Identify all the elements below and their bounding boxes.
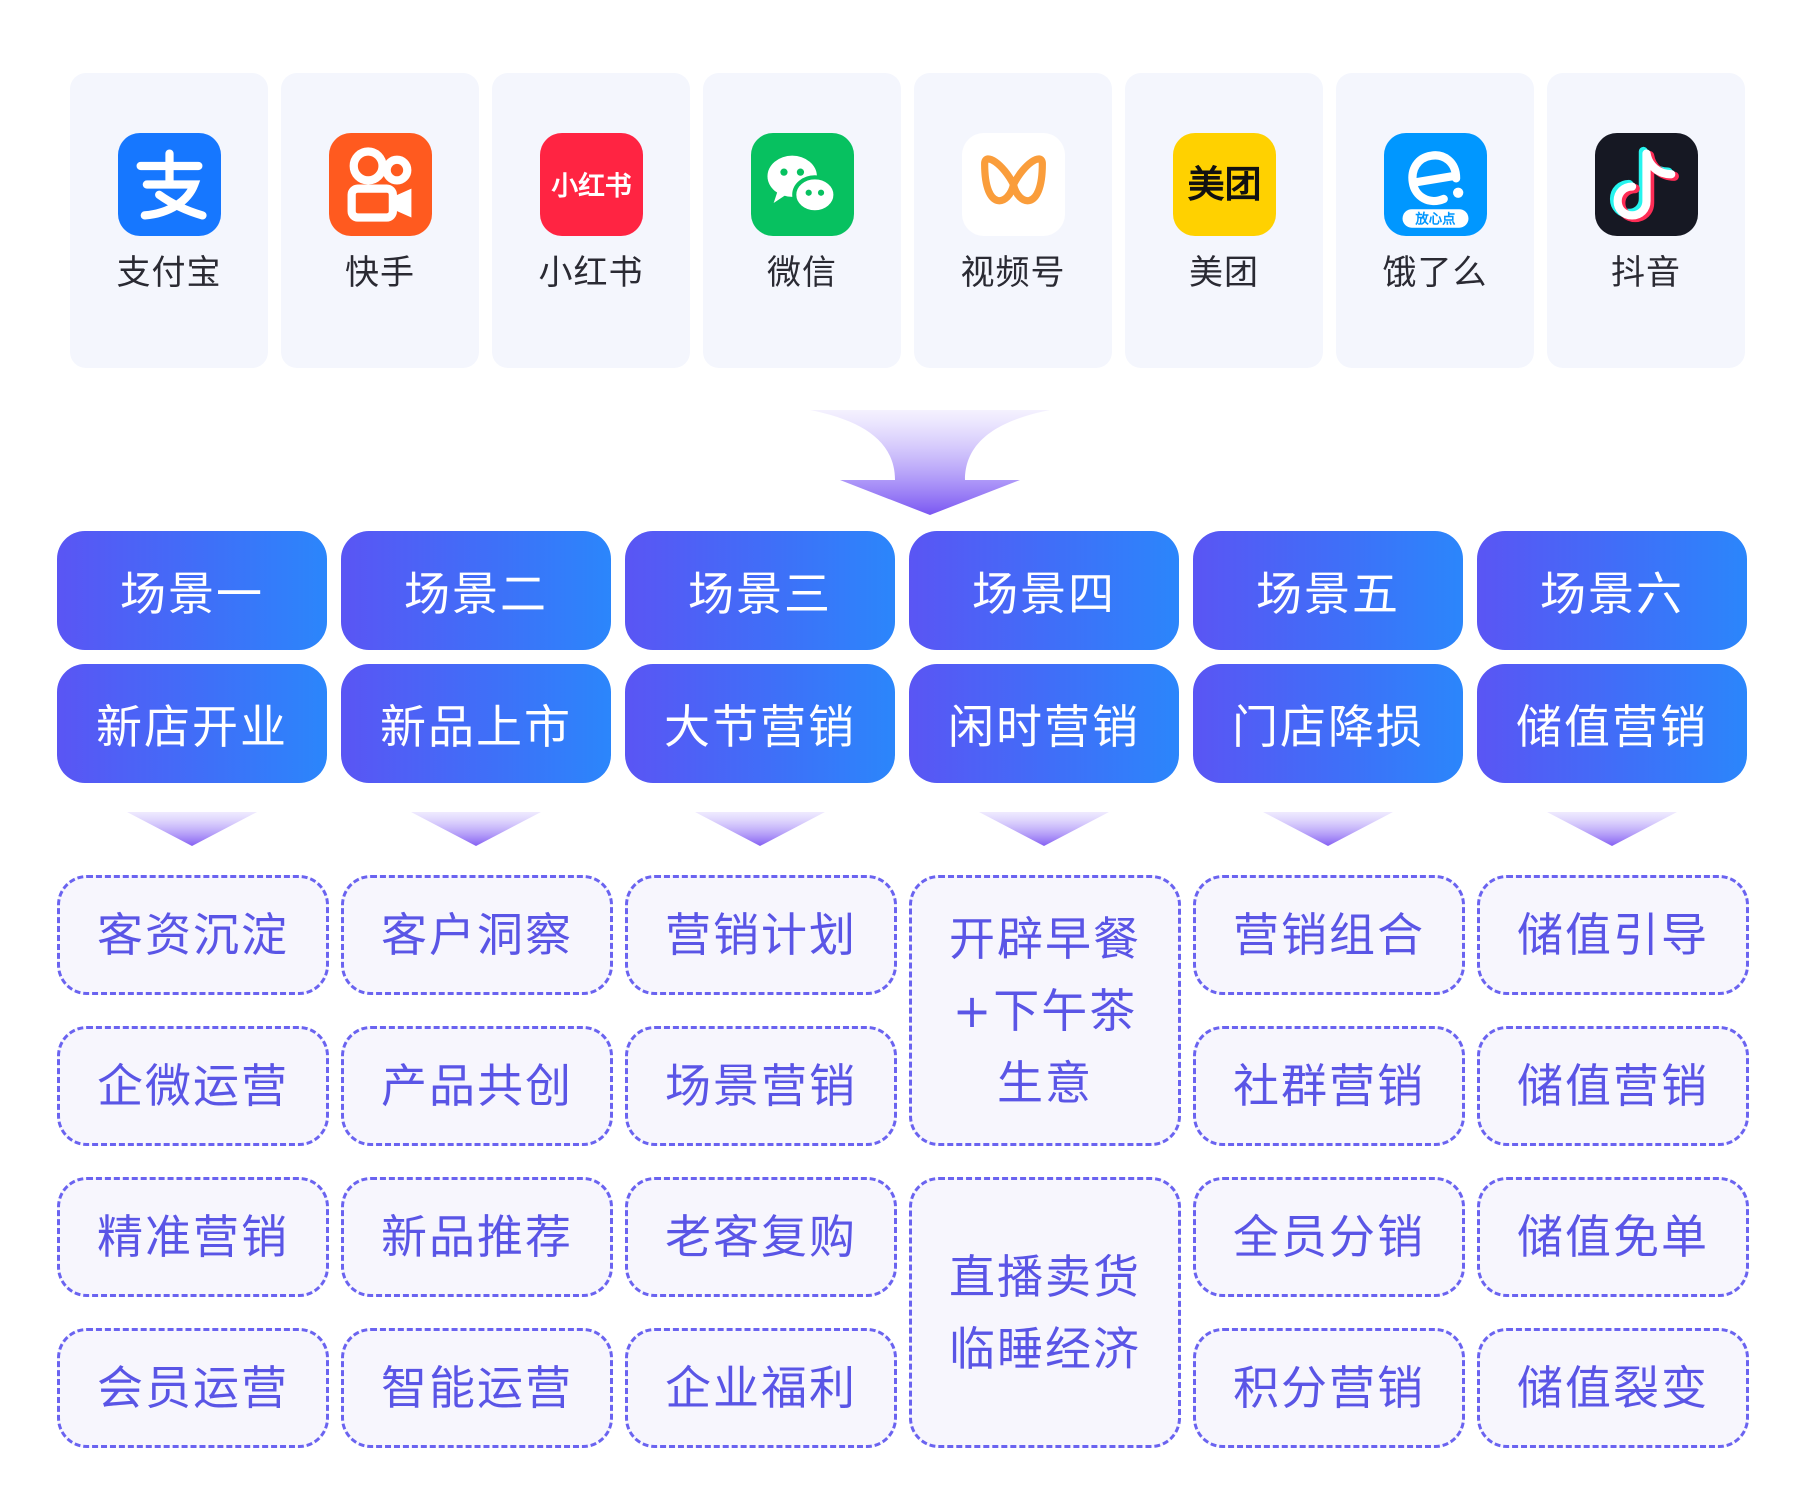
alipay-icon (118, 133, 221, 236)
eleme-icon-text: 放心点 (1414, 211, 1456, 228)
scene-title-1[interactable]: 场景一 (57, 531, 327, 650)
tag-item[interactable]: 老客复购 (625, 1177, 897, 1297)
scene-name-5[interactable]: 门店降损 (1193, 664, 1463, 783)
eleme-icon: 放心点 (1384, 133, 1487, 236)
tag-item[interactable]: 全员分销 (1193, 1177, 1465, 1297)
tag-item[interactable]: 会员运营 (57, 1328, 329, 1448)
platform-name: 小红书 (538, 253, 644, 293)
platform-card-wechat[interactable]: 微信 (703, 73, 901, 368)
platform-card-eleme[interactable]: 放心点 饿了么 (1336, 73, 1534, 368)
platform-card-kuaishou[interactable]: 快手 (281, 73, 479, 368)
tag-item[interactable]: 智能运营 (341, 1328, 613, 1448)
scene-title-6[interactable]: 场景六 (1477, 531, 1747, 650)
tag-item[interactable]: 社群营销 (1193, 1026, 1465, 1146)
platform-card-xiaohongshu[interactable]: 小红书 小红书 (492, 73, 690, 368)
tag-item[interactable]: 精准营销 (57, 1177, 329, 1297)
meituan-icon-text: 美团 (1187, 163, 1261, 206)
scene-title-2[interactable]: 场景二 (341, 531, 611, 650)
platform-name: 抖音 (1611, 253, 1681, 293)
tag-item-tall[interactable]: 开辟早餐 +下午茶 生意 (909, 875, 1181, 1146)
scene-title-4[interactable]: 场景四 (909, 531, 1179, 650)
tag-item-tall[interactable]: 直播卖货 临睡经济 (909, 1177, 1181, 1448)
tag-item[interactable]: 积分营销 (1193, 1328, 1465, 1448)
small-arrow-icon (1263, 812, 1393, 846)
tag-item[interactable]: 储值裂变 (1477, 1328, 1749, 1448)
tag-line: 开辟早餐 (949, 911, 1141, 966)
platform-card-channels[interactable]: 视频号 (914, 73, 1112, 368)
wechat-icon (751, 133, 854, 236)
platform-name: 视频号 (960, 253, 1066, 293)
tag-line: 临睡经济 (949, 1321, 1141, 1376)
tag-item[interactable]: 营销计划 (625, 875, 897, 995)
xiaohongshu-icon: 小红书 (540, 133, 643, 236)
scene-name-2[interactable]: 新品上市 (341, 664, 611, 783)
platform-card-alipay[interactable]: 支付宝 (70, 73, 268, 368)
platform-name: 微信 (767, 253, 837, 293)
tag-item[interactable]: 营销组合 (1193, 875, 1465, 995)
small-arrow-icon (695, 812, 825, 846)
small-arrow-icon (979, 812, 1109, 846)
small-arrow-icon (127, 812, 257, 846)
tag-item[interactable]: 企业福利 (625, 1328, 897, 1448)
tag-item[interactable]: 新品推荐 (341, 1177, 613, 1297)
tag-item[interactable]: 储值免单 (1477, 1177, 1749, 1297)
platform-row: 支付宝 快手 小红书 小红书 (70, 73, 1750, 368)
scene-title-3[interactable]: 场景三 (625, 531, 895, 650)
scene-name-3[interactable]: 大节营销 (625, 664, 895, 783)
tag-item[interactable]: 客户洞察 (341, 875, 613, 995)
meituan-icon: 美团 (1173, 133, 1276, 236)
tag-line: 直播卖货 (949, 1249, 1141, 1304)
platform-name: 美团 (1189, 253, 1259, 293)
douyin-icon (1595, 133, 1698, 236)
small-arrow-icon (411, 812, 541, 846)
platform-card-meituan[interactable]: 美团 美团 (1125, 73, 1323, 368)
scene-name-6[interactable]: 储值营销 (1477, 664, 1747, 783)
funnel-arrow-icon (810, 410, 1050, 515)
tag-item[interactable]: 储值营销 (1477, 1026, 1749, 1146)
platform-name: 饿了么 (1382, 253, 1488, 293)
tag-line: +下午茶 (952, 983, 1138, 1038)
tag-item[interactable]: 客资沉淀 (57, 875, 329, 995)
tag-line: 生意 (997, 1055, 1093, 1110)
small-arrow-icon (1547, 812, 1677, 846)
scene-name-4[interactable]: 闲时营销 (909, 664, 1179, 783)
platform-name: 支付宝 (116, 253, 222, 293)
channels-icon (962, 133, 1065, 236)
tag-item[interactable]: 产品共创 (341, 1026, 613, 1146)
platform-card-douyin[interactable]: 抖音 (1547, 73, 1745, 368)
tag-item[interactable]: 企微运营 (57, 1026, 329, 1146)
tag-item[interactable]: 场景营销 (625, 1026, 897, 1146)
scene-name-1[interactable]: 新店开业 (57, 664, 327, 783)
xiaohongshu-icon-text: 小红书 (551, 170, 632, 202)
scene-title-5[interactable]: 场景五 (1193, 531, 1463, 650)
tag-item[interactable]: 储值引导 (1477, 875, 1749, 995)
kuaishou-icon (329, 133, 432, 236)
platform-name: 快手 (345, 253, 415, 293)
